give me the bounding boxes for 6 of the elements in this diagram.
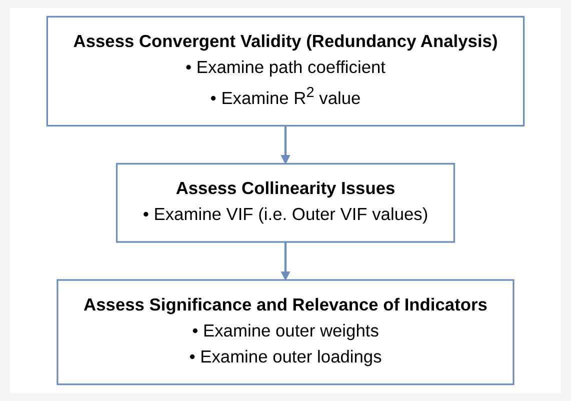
node-box [56,279,514,386]
node-box [46,16,525,127]
node-box [116,162,456,243]
arrow [280,126,290,164]
flowchart: Assess Convergent Validity (Redundancy Analysis) • Examine path coefficient • Examine R$^{2}$ value Assess Collinearity Issues • Examine VIF (i.e. Outer VIF values) Assess Significance and Relevance of Indicators • Examine outer weights • Examine outer loadings [10,8,561,393]
arrow [280,242,290,280]
